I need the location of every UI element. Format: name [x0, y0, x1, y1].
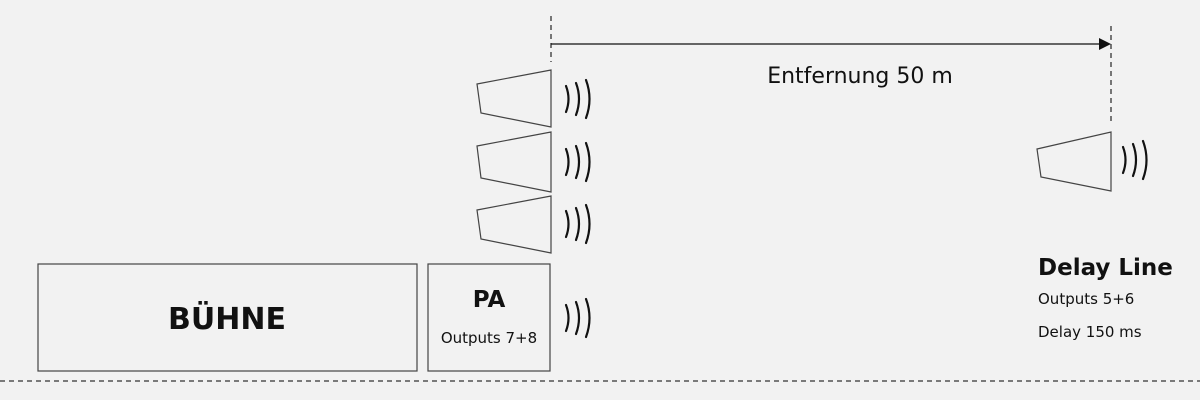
speaker-icon [476, 131, 552, 193]
delay-line-info: Delay Line Outputs 5+6 Delay 150 ms [1038, 255, 1173, 341]
pa-speaker-bottom [476, 195, 591, 254]
stage-label: BÜHNE [168, 300, 286, 337]
pa-speaker-stack [476, 69, 591, 254]
delay-line-delay: Delay 150 ms [1038, 323, 1142, 341]
distance-label: Entfernung 50 m [767, 64, 953, 89]
pa-outputs: Outputs 7+8 [441, 329, 537, 347]
sound-waves-icon [564, 78, 591, 120]
delay-line-speaker [1036, 131, 1148, 192]
speaker-icon [476, 69, 552, 128]
sound-waves-icon [1121, 139, 1148, 181]
pa-speaker-top [476, 69, 591, 128]
stage-block: BÜHNE [37, 263, 418, 372]
arrow-head-icon [1099, 38, 1111, 50]
pa-speaker-middle [476, 131, 591, 193]
pa-box [427, 263, 551, 372]
speaker-icon [476, 195, 552, 254]
pa-block: PA Outputs 7+8 [427, 263, 591, 372]
delay-line-title: Delay Line [1038, 255, 1173, 281]
distance-indicator: Entfernung 50 m [550, 16, 1112, 122]
delay-line-outputs: Outputs 5+6 [1038, 290, 1134, 308]
sound-waves-icon [564, 141, 591, 183]
stage-box [37, 263, 418, 372]
sound-waves-icon [564, 203, 591, 245]
pa-sound-waves-icon [564, 297, 591, 339]
speaker-icon [1036, 131, 1112, 192]
pa-title: PA [473, 287, 506, 313]
